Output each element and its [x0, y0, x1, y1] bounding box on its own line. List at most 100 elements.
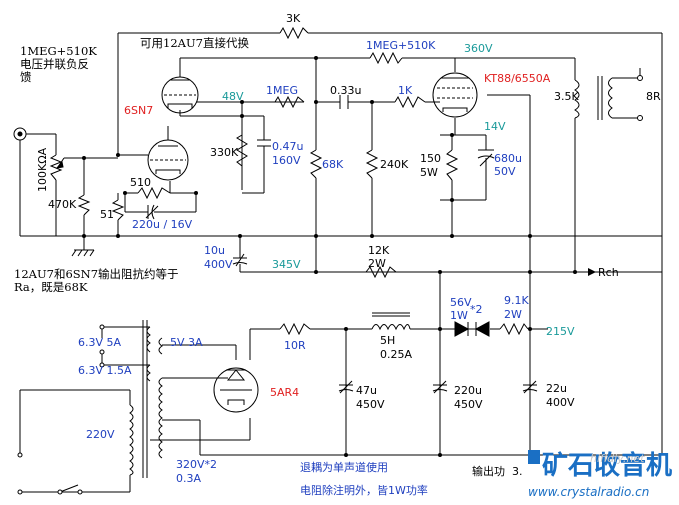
cap-220u-16v	[145, 204, 162, 220]
resistor-510	[137, 186, 171, 200]
label-c-47u: 47u	[356, 384, 377, 397]
label-c-47u-v: 450V	[356, 398, 385, 411]
label-z-56v-w: 1W	[450, 309, 468, 322]
label-c-10u-v: 400V	[204, 258, 233, 271]
note-top-left-2: 电压并联负反	[20, 57, 89, 71]
label-ot-8r: 8R	[646, 90, 661, 103]
label-r-12k: 12K	[368, 244, 390, 257]
resistors	[77, 26, 596, 336]
label-r-1k: 1K	[398, 84, 413, 97]
label-6sn7: 6SN7	[124, 104, 153, 117]
voltage-215v: 215V	[546, 325, 575, 338]
resistor-1meg	[274, 95, 305, 109]
logo-url-text: www.crystalradio.cn	[528, 485, 649, 499]
rch-arrow	[588, 268, 596, 276]
note-mono: 退耦为单声道使用	[300, 460, 388, 474]
label-c-047: 0.47u	[272, 140, 303, 153]
label-pt-63v-15a: 6.3V 1.5A	[78, 364, 132, 377]
label-z-x2: *2	[470, 303, 483, 316]
label-pt-5v-3a: 5V 3A	[170, 336, 203, 349]
junction-dots	[82, 56, 577, 457]
resistor-3k	[279, 26, 309, 40]
resistor-1k	[394, 95, 426, 109]
label-c-22u-v: 400V	[546, 396, 575, 409]
tube-5ar4	[213, 367, 259, 413]
power-transformer	[17, 320, 163, 495]
choke-5h	[371, 312, 411, 331]
resistor-10r	[279, 322, 311, 336]
label-ot-3k5: 3.5K	[554, 90, 579, 103]
label-c-220u: 220u	[454, 384, 482, 397]
label-kt88: KT88/6550A	[484, 72, 551, 85]
label-pt-220v: 220V	[86, 428, 115, 441]
label-pt-63v-5a: 6.3V 5A	[78, 336, 122, 349]
resistor-68k	[309, 149, 323, 179]
label-r-1meg: 1MEG	[266, 84, 298, 97]
voltage-48v: 48V	[222, 90, 244, 103]
note-substitute: 可用12AU7直接代换	[140, 36, 249, 50]
cap-47u	[338, 380, 354, 394]
tube-6sn7	[147, 58, 199, 181]
label-c-220-16: 220u / 16V	[132, 218, 193, 231]
label-r-9k1-w: 2W	[504, 308, 522, 321]
note-output-partial2: 3.	[512, 465, 523, 478]
voltage-labels: 360V 48V 14V 345V 215V	[222, 42, 575, 338]
cap-033u	[339, 95, 349, 109]
voltage-360v: 360V	[464, 42, 493, 55]
tube-labels: 6SN7 KT88/6550A 5AR4	[124, 72, 551, 399]
resistor-150	[445, 149, 459, 181]
label-pt-03a: 0.3A	[176, 472, 201, 485]
label-r-510: 510	[130, 176, 151, 189]
resistor-9k1	[499, 322, 529, 336]
note-bottom-left-2: Ra，既是68K	[14, 280, 88, 294]
cap-680u	[477, 149, 495, 168]
label-r-3k: 3K	[286, 12, 301, 25]
label-l-5h: 5H	[380, 334, 395, 347]
label-c-22u: 22u	[546, 382, 567, 395]
cap-10u	[232, 253, 248, 267]
note-top-left-1: 1MEG+510K	[20, 44, 97, 58]
label-r-51: 51	[100, 208, 114, 221]
label-c-10u: 10u	[204, 244, 225, 257]
resistor-51	[111, 199, 125, 221]
cap-220u	[432, 380, 448, 394]
note-resistor: 电阻除注明外，皆1W功率	[300, 483, 428, 497]
resistor-330k	[236, 134, 248, 167]
input-jack-icon	[13, 127, 56, 146]
label-pot: 100KΩA	[36, 147, 49, 192]
label-r-240k: 240K	[380, 158, 409, 171]
resistor-470k	[77, 194, 91, 216]
label-r-330k: 330K	[210, 146, 239, 159]
output-transformer	[574, 75, 643, 121]
label-5ar4: 5AR4	[270, 386, 299, 399]
label-r-1meg-510k: 1MEG+510K	[366, 39, 436, 52]
volume-pot	[49, 154, 65, 181]
zener-diodes	[446, 321, 490, 337]
logo-main-text: 矿石收音机	[542, 450, 672, 481]
site-logo: 矿石收音机 www.crystalradio.cn hifidiy.net	[528, 450, 672, 499]
label-r-9k1: 9.1K	[504, 294, 529, 307]
note-top-left-3: 馈	[20, 70, 32, 84]
label-c-680: 680u	[494, 152, 522, 165]
note-output-partial: 输出功	[472, 464, 505, 478]
label-r-150-w: 5W	[420, 166, 438, 179]
tube-kt88	[432, 72, 478, 118]
capacitors	[145, 95, 538, 394]
label-c-220u-v: 450V	[454, 398, 483, 411]
component-labels: 3K 1MEG+510K 1MEG 0.33u 1K 330K 0.47u 16…	[36, 12, 661, 485]
label-c-033: 0.33u	[330, 84, 361, 97]
label-r-68k: 68K	[322, 158, 344, 171]
cap-22u	[522, 380, 538, 394]
cap-047u	[257, 139, 271, 158]
label-z-56v: 56V	[450, 296, 472, 309]
wires	[19, 32, 663, 493]
label-rch: Rch	[598, 266, 619, 279]
label-c-047-v: 160V	[272, 154, 301, 167]
resistor-12k	[365, 265, 397, 279]
label-pt-320v: 320V*2	[176, 458, 217, 471]
label-r-10r: 10R	[284, 339, 306, 352]
label-l-5h-a: 0.25A	[380, 348, 412, 361]
ground-icon	[71, 249, 95, 257]
power-switch-icon	[57, 484, 83, 495]
